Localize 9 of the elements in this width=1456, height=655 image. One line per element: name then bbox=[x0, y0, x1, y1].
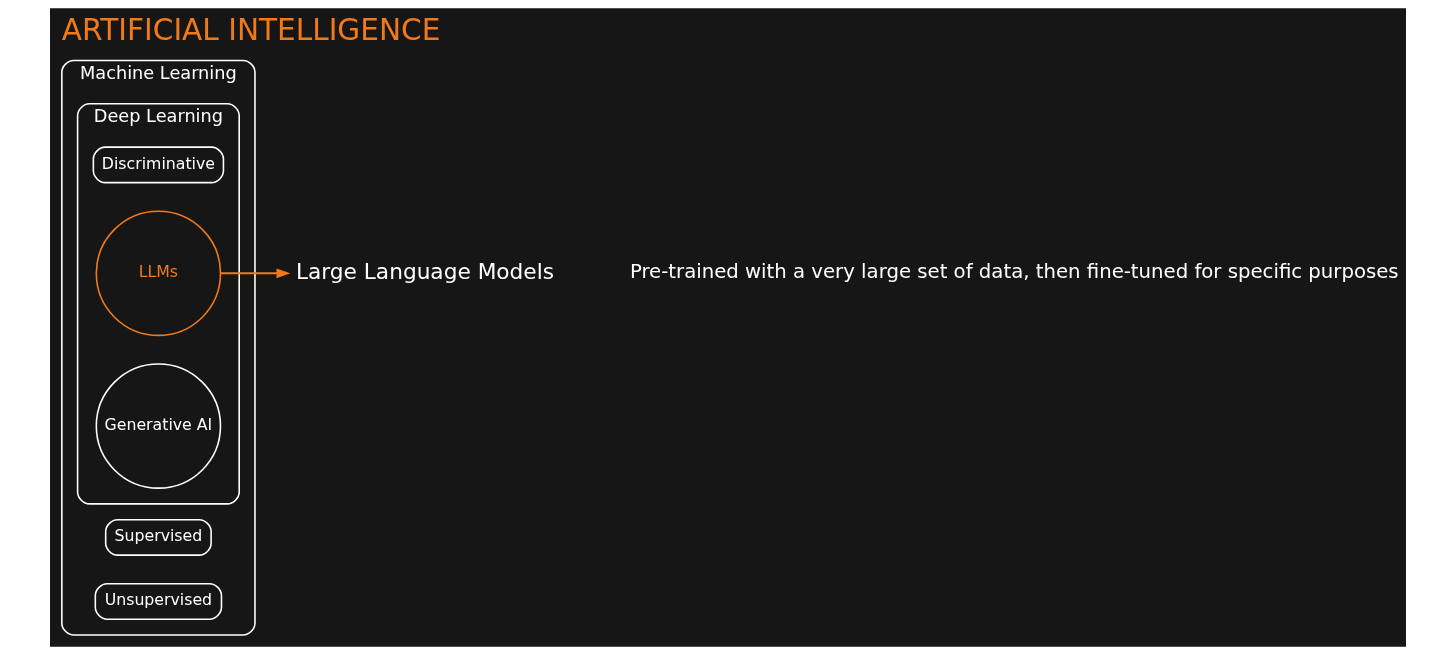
node-circle: Generative AI bbox=[95, 363, 222, 489]
node-box: Supervised bbox=[104, 518, 212, 556]
arrow bbox=[219, 268, 291, 279]
node-text: Large Language Models bbox=[295, 258, 554, 284]
node-box: Discriminative bbox=[92, 146, 225, 184]
node-circle: LLMs bbox=[95, 210, 222, 337]
diagram-title: ARTIFICIAL INTELLIGENCE bbox=[61, 12, 441, 47]
label: Pre-trained with a very large set of data, then fine-tuned for specific purposes bbox=[629, 260, 1399, 284]
node-box: Unsupervised bbox=[94, 582, 223, 620]
